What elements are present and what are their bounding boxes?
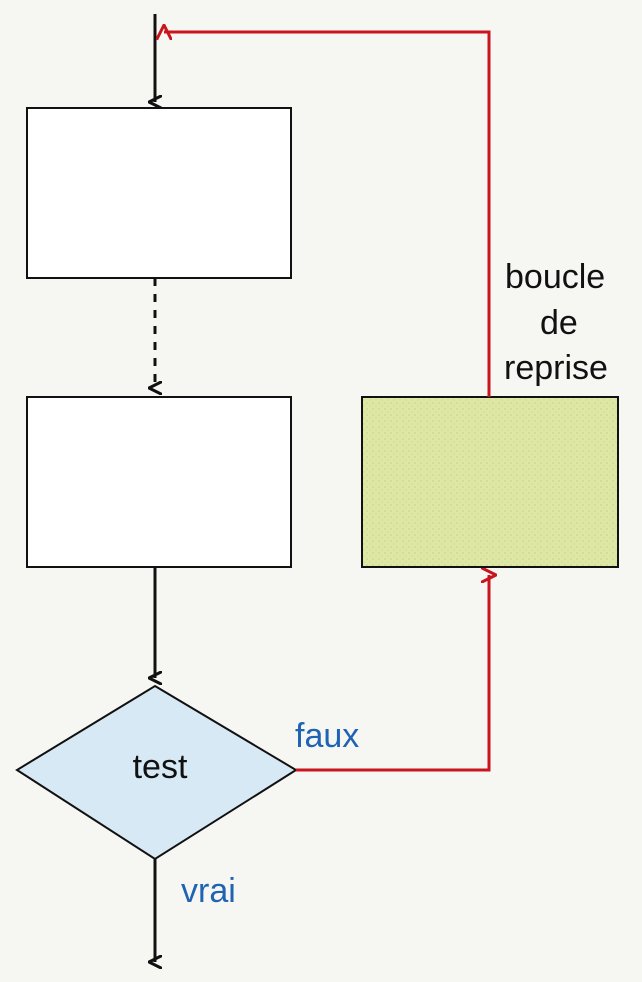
loop-process-box <box>361 396 619 568</box>
loop-label-line-2: de <box>540 304 578 342</box>
decision-label: test <box>133 748 188 786</box>
loop-label-line-3: reprise <box>504 349 608 387</box>
loop-return-path <box>164 32 491 397</box>
false-loop-path <box>296 575 489 772</box>
process-box-top <box>26 107 292 279</box>
true-branch-label: vrai <box>181 872 236 910</box>
process-box-middle <box>26 396 292 568</box>
false-branch-label: faux <box>295 717 359 755</box>
loop-label-line-1: boucle <box>505 258 605 296</box>
